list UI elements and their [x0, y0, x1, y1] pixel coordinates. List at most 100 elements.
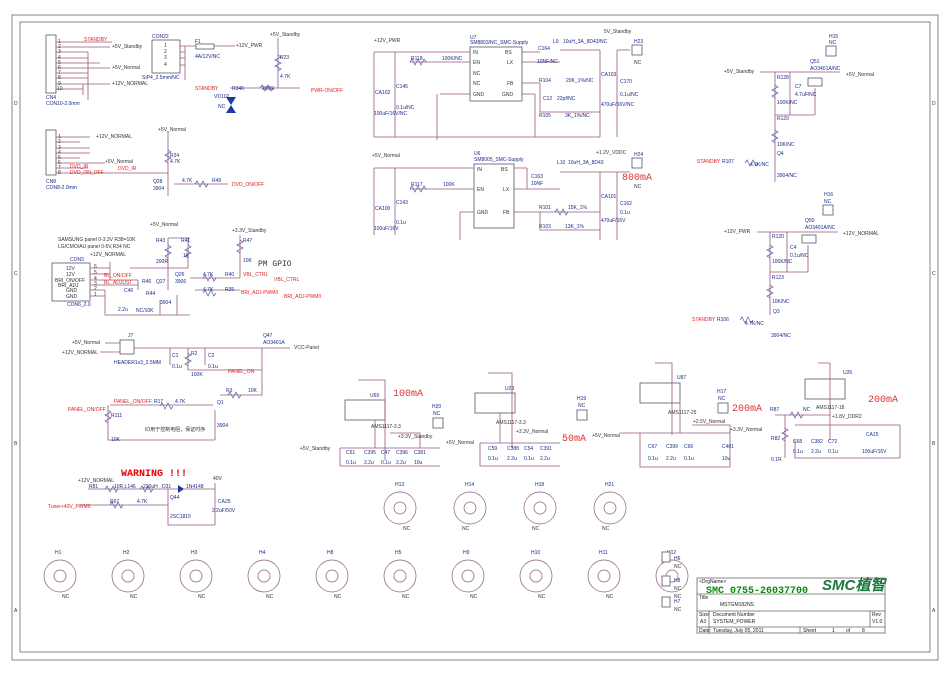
schematic-label: 3906	[175, 279, 186, 285]
schematic-label: 2.2u	[364, 460, 374, 466]
schematic-label: 100K	[443, 182, 455, 188]
schematic-label: C2	[208, 353, 215, 359]
schematic-label: PANEL_ON/OFF	[114, 399, 152, 405]
schematic-label: H21	[605, 482, 614, 488]
net-5v-normal: +5V_Normal	[112, 65, 140, 71]
ldo-u87: U87 AMS1117-25 200mA +5V_Normal +2.5V_No…	[592, 362, 762, 468]
schematic-label: 10R,L146	[114, 484, 136, 490]
schematic-label: C72	[828, 439, 837, 445]
schematic-label: CA103	[601, 72, 617, 78]
schematic-label: CON3	[70, 257, 84, 263]
schematic-label: 220uH	[143, 484, 158, 490]
schematic-label: SIP4_2.5mm/NC	[142, 75, 180, 81]
schematic-label: NC	[606, 594, 614, 600]
schematic-label: 1	[832, 628, 835, 634]
schematic-label: CA25	[218, 499, 231, 505]
schematic-label: 0.1u/NC	[396, 105, 415, 111]
schematic-label: H8	[327, 550, 334, 556]
zone-label: B	[932, 441, 936, 447]
schematic-label: LX	[503, 187, 510, 193]
schematic-label: Size	[699, 612, 709, 618]
schematic-label: 0.1u	[524, 456, 534, 462]
schematic-label: R104	[539, 78, 551, 84]
schematic-label: STANDBY	[195, 86, 219, 92]
schematic-label: 470uF/16V/NC	[601, 102, 634, 108]
inner-frame	[19, 21, 931, 653]
schematic-label: DVD_ON_OFF	[70, 170, 104, 176]
schematic-label: C381	[414, 450, 426, 456]
schematic-label: R47	[243, 238, 252, 244]
warning-text: WARNING !!!	[121, 469, 187, 480]
schematic-label: 40V	[213, 476, 223, 482]
schematic-label: 7	[58, 70, 61, 76]
schematic-label: H20	[432, 404, 441, 410]
schematic-label: U69	[370, 393, 379, 399]
schematic-label: +3.3V_Standby	[398, 434, 433, 440]
schematic-label: C395	[364, 450, 376, 456]
schematic-label: H18	[535, 482, 544, 488]
schematic-label: PANEL_ON	[228, 369, 255, 375]
schematic-label: 4.7K	[182, 178, 193, 184]
schematic-label: 0.1R	[771, 457, 782, 463]
schematic-label: 4.7K/NC	[745, 321, 764, 327]
schematic-label: H9	[463, 550, 470, 556]
schematic-label: R41	[181, 238, 190, 244]
schematic-label: C162	[620, 201, 632, 207]
schematic-label: H16	[824, 192, 833, 198]
schematic-label: CA102	[375, 90, 391, 96]
schematic-label: 4	[58, 150, 61, 156]
schematic-label: GND	[502, 92, 514, 98]
schematic-label: 4.7K	[170, 159, 181, 165]
schematic-label: 3904	[217, 423, 228, 429]
schematic-label: 3904/NC	[777, 173, 797, 179]
schematic-label: 4A/12V/NC	[195, 54, 220, 60]
schematic-label: 22pf/NC	[557, 96, 576, 102]
tuner-40v-circuit: WARNING !!! +12V_NORMAL R81 10R,L146 220…	[48, 469, 236, 526]
schematic-label: +1.2V_VDDC	[596, 150, 627, 156]
schematic-label: NC	[829, 40, 837, 46]
schematic-label: 10K/NC	[772, 299, 790, 305]
schematic-label: NC	[266, 594, 274, 600]
schematic-label: 200mA	[732, 404, 762, 415]
schematic-label: 15K_1%	[568, 205, 587, 211]
connector-con22: 12 34 CON22 SIP4_2.5mm/NC F1 4A/12V/NC +…	[142, 34, 263, 81]
schematic-label: CON10-2.0mm	[46, 101, 80, 107]
schematic-label: 5V_Standby	[604, 29, 632, 35]
schematic-label: 1N4148	[186, 484, 204, 490]
schematic-label: H1	[55, 550, 62, 556]
zone-label: B	[14, 441, 18, 447]
schematic-label: Title	[699, 595, 708, 601]
zone-label: A	[932, 608, 936, 614]
schematic-label: C7	[795, 84, 802, 90]
schematic-label: U87	[677, 375, 686, 381]
schematic-label: LX	[507, 60, 514, 66]
schematic-label: 100K	[191, 372, 203, 378]
schematic-label: NC	[62, 594, 70, 600]
pwr-on-circuit: +5V_Standby R23 4.7K STANDBY R340 200R V…	[195, 32, 343, 113]
schematic-label: STANDBY	[697, 159, 721, 165]
schematic-label: 10K/NC	[777, 142, 795, 148]
schematic-label: CN8	[46, 179, 56, 185]
panel-backlight-circuit: SAMSUNG panel 0-3.3V R38=10K LG/CMO/AU p…	[51, 222, 321, 316]
schematic-label: 0.1u/NC	[620, 92, 639, 98]
schematic-label: AO3401A	[263, 340, 285, 346]
schematic-label: U26	[843, 370, 852, 376]
schematic-label: NC/10K	[136, 308, 154, 314]
schematic-label: EN	[473, 60, 480, 66]
schematic-label: 4	[94, 276, 97, 282]
schematic-label: 2.2uF/50V	[212, 508, 236, 514]
schematic-label: CA15	[866, 432, 879, 438]
schematic-label: 50mA	[562, 434, 586, 445]
schematic-label: R46	[142, 279, 151, 285]
net-12v-pwr: +12V_PWR	[236, 43, 263, 49]
schematic-label: R105	[539, 113, 551, 119]
schematic-label: R3	[226, 388, 233, 394]
schematic-label: SYSTEM_POWER	[713, 619, 756, 625]
schematic-label: 10K	[248, 388, 258, 394]
schematic-label: 0.1u/NC	[790, 253, 809, 259]
schematic-label: H15	[829, 34, 838, 40]
schematic-label: H17	[717, 389, 726, 395]
schematic-label: IN	[473, 50, 478, 56]
company-logo: SMC植智	[822, 577, 887, 594]
schematic-label: Q50	[805, 218, 815, 224]
